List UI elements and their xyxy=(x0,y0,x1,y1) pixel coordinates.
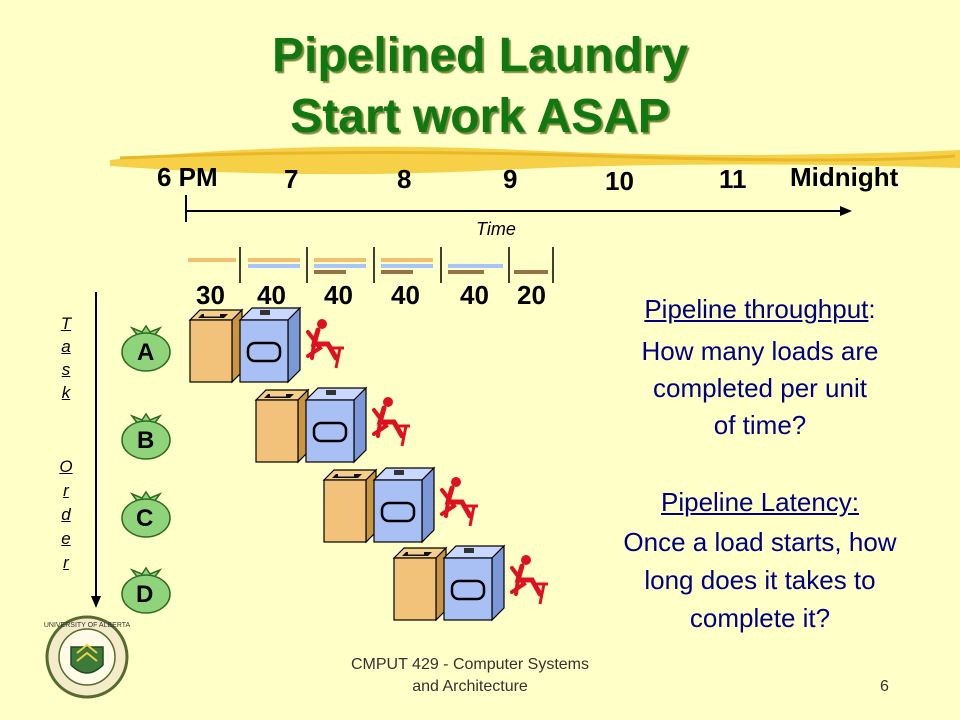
footer-course-line2: and Architecture xyxy=(412,678,528,695)
latency-text-1: Once a load starts, how xyxy=(623,527,897,557)
folder-person-a xyxy=(308,319,344,368)
time-tick-11: 11 xyxy=(719,164,747,194)
university-seal-logo: UNIVERSITY OF ALBERTA xyxy=(44,615,131,699)
time-tick-9: 9 xyxy=(503,164,518,194)
task-order-letter: r xyxy=(63,481,69,500)
slide-title-line2: Start work ASAP xyxy=(290,90,670,143)
slide-title-line1: Pipelined Laundry xyxy=(271,29,689,82)
dryer-a xyxy=(238,306,302,384)
svg-text:UNIVERSITY OF ALBERTA: UNIVERSITY OF ALBERTA xyxy=(44,622,131,629)
dryer-d xyxy=(442,544,506,622)
washer-b xyxy=(255,389,309,463)
throughput-heading: Pipeline throughput: xyxy=(644,294,876,324)
throughput-text-2: completed per unit xyxy=(653,373,867,403)
task-order-letter: T xyxy=(60,314,72,333)
latency-text-2: long does it takes to xyxy=(644,565,876,595)
folder-person-d xyxy=(512,555,548,604)
page-number: 6 xyxy=(880,678,889,695)
stage-duration-1: 30 xyxy=(196,280,225,310)
task-order-letter: e xyxy=(61,529,71,548)
footer-course-line1: CMPUT 429 - Computer Systems xyxy=(351,656,589,673)
time-tick-10: 10 xyxy=(605,166,634,196)
time-tick-6pm: 6 PM xyxy=(157,162,218,192)
task-label-c: C xyxy=(136,505,154,532)
task-label-d: D xyxy=(136,581,154,608)
task-order-letter: O xyxy=(59,457,73,476)
task-order-letter: r xyxy=(63,553,69,572)
latency-text-3: complete it? xyxy=(689,603,831,633)
dryer-b xyxy=(304,386,368,464)
task-label-b: B xyxy=(137,427,155,454)
washer-d xyxy=(393,547,447,621)
stage-duration-5: 40 xyxy=(460,280,489,310)
time-tick-8: 8 xyxy=(397,164,412,194)
task-label-a: A xyxy=(137,339,155,366)
folder-person-b xyxy=(374,397,410,446)
folder-person-c xyxy=(442,477,478,526)
time-tick-7: 7 xyxy=(284,164,299,194)
washer-c xyxy=(323,469,377,543)
time-axis-label: Time xyxy=(476,219,516,239)
latency-heading: Pipeline Latency: xyxy=(660,487,860,517)
time-tick-midnight: Midnight xyxy=(790,162,899,192)
throughput-text-1: How many loads are xyxy=(641,336,879,366)
dryer-c xyxy=(372,466,436,544)
washer-a xyxy=(189,309,243,383)
stage-duration-2: 40 xyxy=(257,280,286,310)
task-order-letter: k xyxy=(61,383,71,402)
stage-duration-4: 40 xyxy=(391,280,420,310)
task-order-letter: d xyxy=(61,505,71,524)
task-order-letter: a xyxy=(61,337,71,356)
stage-duration-3: 40 xyxy=(324,280,353,310)
throughput-text-3: of time? xyxy=(713,410,807,440)
task-order-letter: s xyxy=(61,360,71,379)
stage-duration-6: 20 xyxy=(517,280,546,310)
